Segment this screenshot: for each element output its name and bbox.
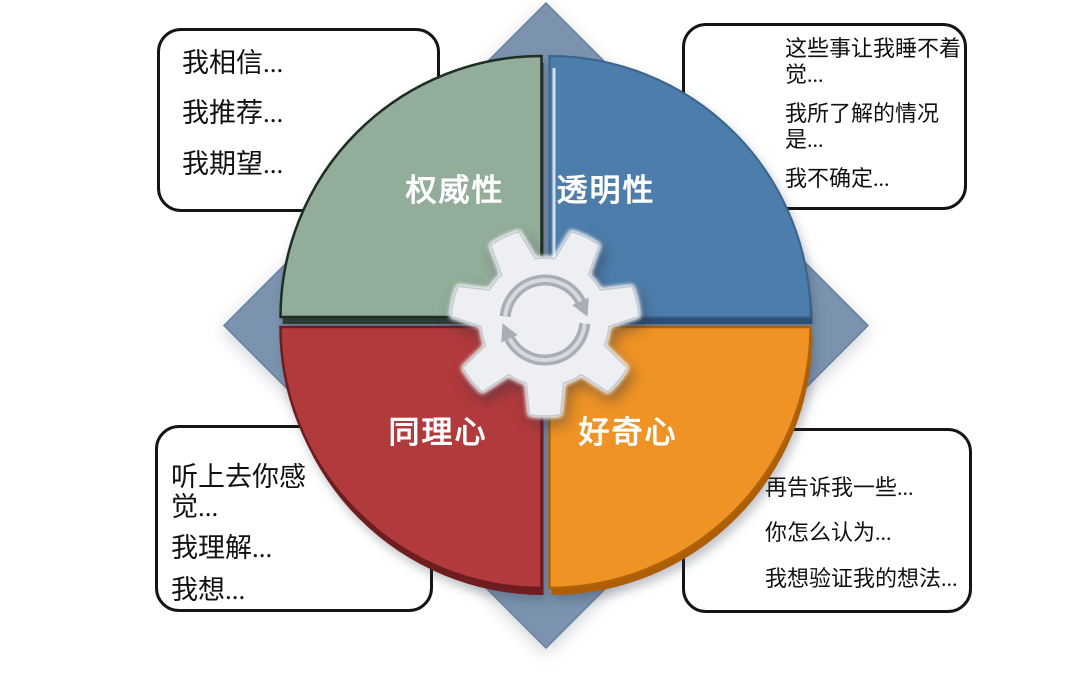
quadrant-label-transparency: 透明性: [557, 173, 656, 208]
callout-box-bottom-left: 听上去你感觉... 我理解... 我想...: [155, 425, 433, 612]
callout-line: 我相信...: [182, 48, 284, 78]
refresh-arrow-bottom: [503, 322, 591, 366]
callout-line: 我想验证我的想法...: [765, 565, 958, 591]
refresh-cycle-icon: [499, 274, 591, 366]
callout-line: 我想...: [171, 574, 246, 605]
refresh-arrowhead-top: [572, 297, 589, 317]
gear-icon: [450, 230, 640, 417]
callout-line: 听上去你感觉...: [171, 462, 306, 523]
callout-box-top-right: 这些事让我睡不着觉... 我所了解的情况是... 我不确定...: [682, 23, 967, 210]
callout-text-bottom-left: 听上去你感觉... 我理解... 我想...: [158, 428, 323, 605]
callout-box-top-left: 我相信... 我推荐... 我期望...: [157, 28, 440, 212]
callout-box-bottom-right: 再告诉我一些... 你怎么认为... 我想验证我的想法...: [682, 428, 972, 613]
callout-line: 我期望...: [182, 148, 284, 179]
refresh-arrow-top-sheen: [503, 278, 584, 317]
callout-text-top-right: 这些事让我睡不着觉... 我所了解的情况是... 我不确定...: [685, 26, 973, 192]
refresh-arrow-bottom-sheen: [506, 323, 587, 362]
callout-line: 再告诉我一些...: [765, 475, 914, 500]
gear-icon-body: [450, 230, 640, 417]
callout-line: 我推荐...: [182, 98, 284, 129]
callout-line: 我不确定...: [785, 165, 890, 191]
quadrant-label-curiosity: 好奇心: [578, 415, 678, 450]
callout-text-bottom-right: 再告诉我一些... 你怎么认为... 我想验证我的想法...: [685, 431, 970, 592]
refresh-arrowhead-bottom: [501, 323, 518, 343]
callout-line: 我理解...: [171, 533, 273, 564]
callout-line: 我所了解的情况是...: [785, 100, 940, 153]
callout-line: 你怎么认为...: [765, 520, 892, 546]
refresh-arrow-top: [499, 274, 587, 318]
callout-text-top-left: 我相信... 我推荐... 我期望...: [160, 31, 437, 180]
callout-line: 这些事让我睡不着觉...: [785, 36, 962, 88]
